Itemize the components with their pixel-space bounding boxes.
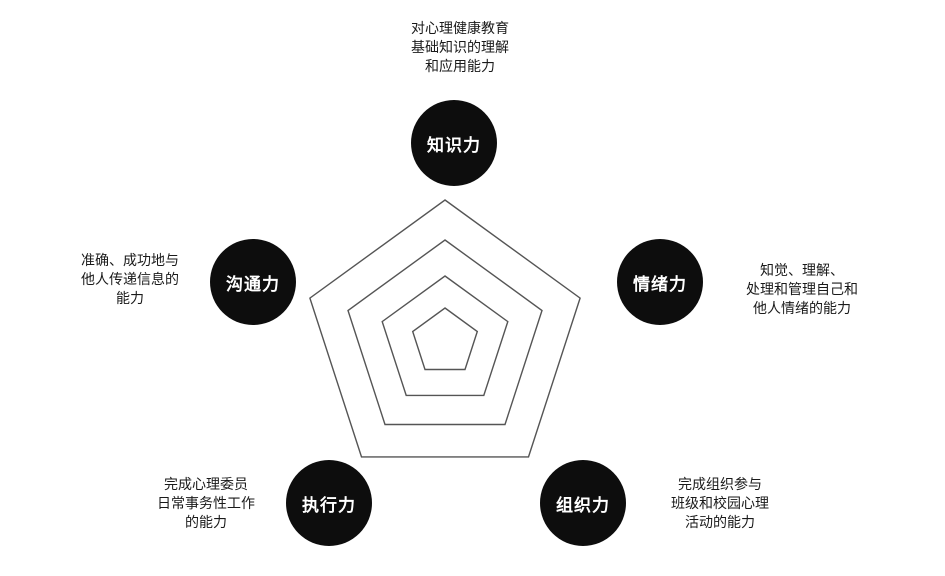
organization-description: 完成组织参与 班级和校园心理 活动的能力 [671,477,769,531]
knowledge-description: 对心理健康教育 基础知识的理解 和应用能力 [411,21,509,75]
organization-label: 组织力 [556,495,610,516]
pentagon-ring-4 [411,307,479,371]
execution-label: 执行力 [302,495,356,516]
communication-description: 准确、成功地与 他人传递信息的 能力 [81,253,179,307]
organization-node: 组织力 [540,460,626,546]
communication-label: 沟通力 [226,274,280,295]
execution-node: 执行力 [286,460,372,546]
communication-node: 沟通力 [210,239,296,325]
pentagon-ring-3 [381,275,509,397]
execution-description: 完成心理委员 日常事务性工作 的能力 [157,477,255,531]
pentagon-ring-1 [309,199,581,458]
emotion-label: 情绪力 [633,274,687,295]
knowledge-label: 知识力 [427,135,481,156]
pentagon-ring-2 [347,239,543,426]
emotion-node: 情绪力 [617,239,703,325]
emotion-description: 知觉、理解、 处理和管理自己和 他人情绪的能力 [746,263,858,317]
knowledge-node: 知识力 [411,100,497,186]
